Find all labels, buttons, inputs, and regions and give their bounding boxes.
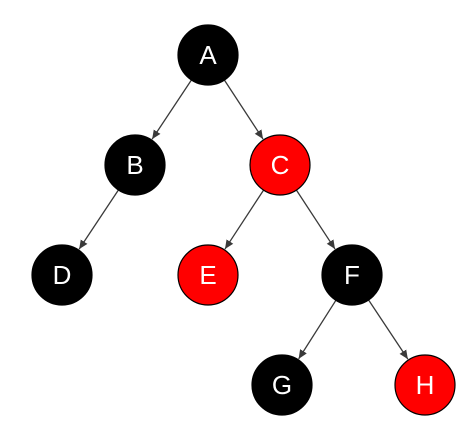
node-G: G [251,354,313,416]
node-F: F [321,244,383,306]
nodes: A B C D E F G H [31,24,456,416]
edge-F-H [368,299,409,360]
node-H: H [394,354,456,416]
node-A: A [177,24,239,86]
node-B: B [104,134,166,196]
node-A-circle [177,24,239,86]
node-F-label: F [344,260,360,290]
node-G-label: G [272,370,292,400]
node-B-label: B [126,150,143,180]
node-A-label: A [199,40,217,70]
edge-A-B [151,79,192,140]
node-C: C [249,134,311,196]
edge-F-G [298,299,337,360]
edge-C-F [295,189,336,250]
edge-A-C [223,79,264,140]
node-C-label: C [271,150,290,180]
node-D-circle [31,244,93,306]
node-C-circle [249,134,311,196]
edges [78,79,409,360]
node-H-circle [394,354,456,416]
node-E: E [177,244,239,306]
node-F-circle [321,244,383,306]
node-B-circle [104,134,166,196]
node-H-label: H [416,370,435,400]
edge-B-D [78,189,119,250]
edge-C-E [224,189,265,250]
node-G-circle [251,354,313,416]
node-D-label: D [53,260,72,290]
node-D: D [31,244,93,306]
node-E-circle [177,244,239,306]
node-E-label: E [199,260,216,290]
